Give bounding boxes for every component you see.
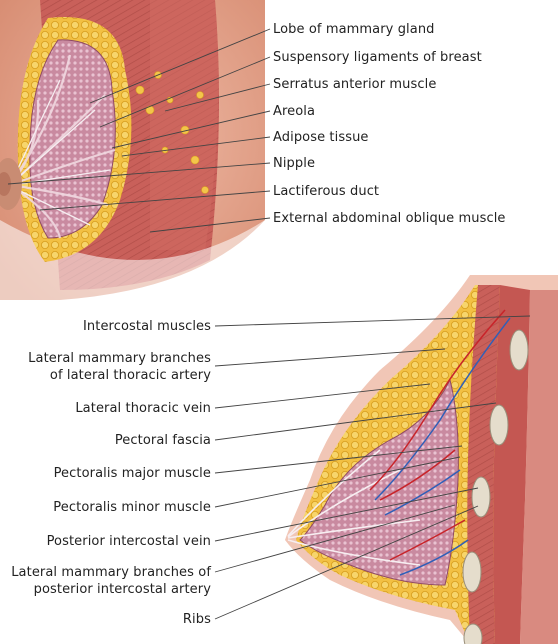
label-pectoralis-minor: Pectoralis minor muscle: [53, 499, 211, 516]
label-intercostal-muscles: Intercostal muscles: [83, 318, 211, 335]
label-line: posterior intercostal artery: [11, 581, 211, 598]
label-external-abdominal-oblique: External abdominal oblique muscle: [273, 210, 506, 227]
label-lateral-thoracic-vein: Lateral thoracic vein: [75, 400, 211, 417]
label-lateral-mammary-branches-posterior: Lateral mammary branches of posterior in…: [11, 564, 211, 598]
label-lateral-mammary-branches-thoracic: Lateral mammary branches of lateral thor…: [28, 350, 211, 384]
label-line: of lateral thoracic artery: [28, 367, 211, 384]
label-suspensory-ligaments: Suspensory ligaments of breast: [273, 49, 482, 66]
label-adipose-tissue: Adipose tissue: [273, 129, 369, 146]
label-line: Lateral mammary branches: [28, 350, 211, 367]
label-pectoralis-major: Pectoralis major muscle: [54, 465, 211, 482]
label-line: Lateral mammary branches of: [11, 564, 211, 581]
frontal-view: [0, 0, 265, 300]
label-ribs: Ribs: [183, 611, 211, 628]
label-lactiferous-duct: Lactiferous duct: [273, 183, 379, 200]
sagittal-view: [285, 275, 558, 644]
label-serratus-anterior: Serratus anterior muscle: [273, 76, 436, 93]
label-nipple: Nipple: [273, 155, 315, 172]
label-lobe-of-mammary-gland: Lobe of mammary gland: [273, 21, 435, 38]
label-areola: Areola: [273, 103, 315, 120]
label-posterior-intercostal-vein: Posterior intercostal vein: [47, 533, 211, 550]
label-pectoral-fascia: Pectoral fascia: [115, 432, 211, 449]
